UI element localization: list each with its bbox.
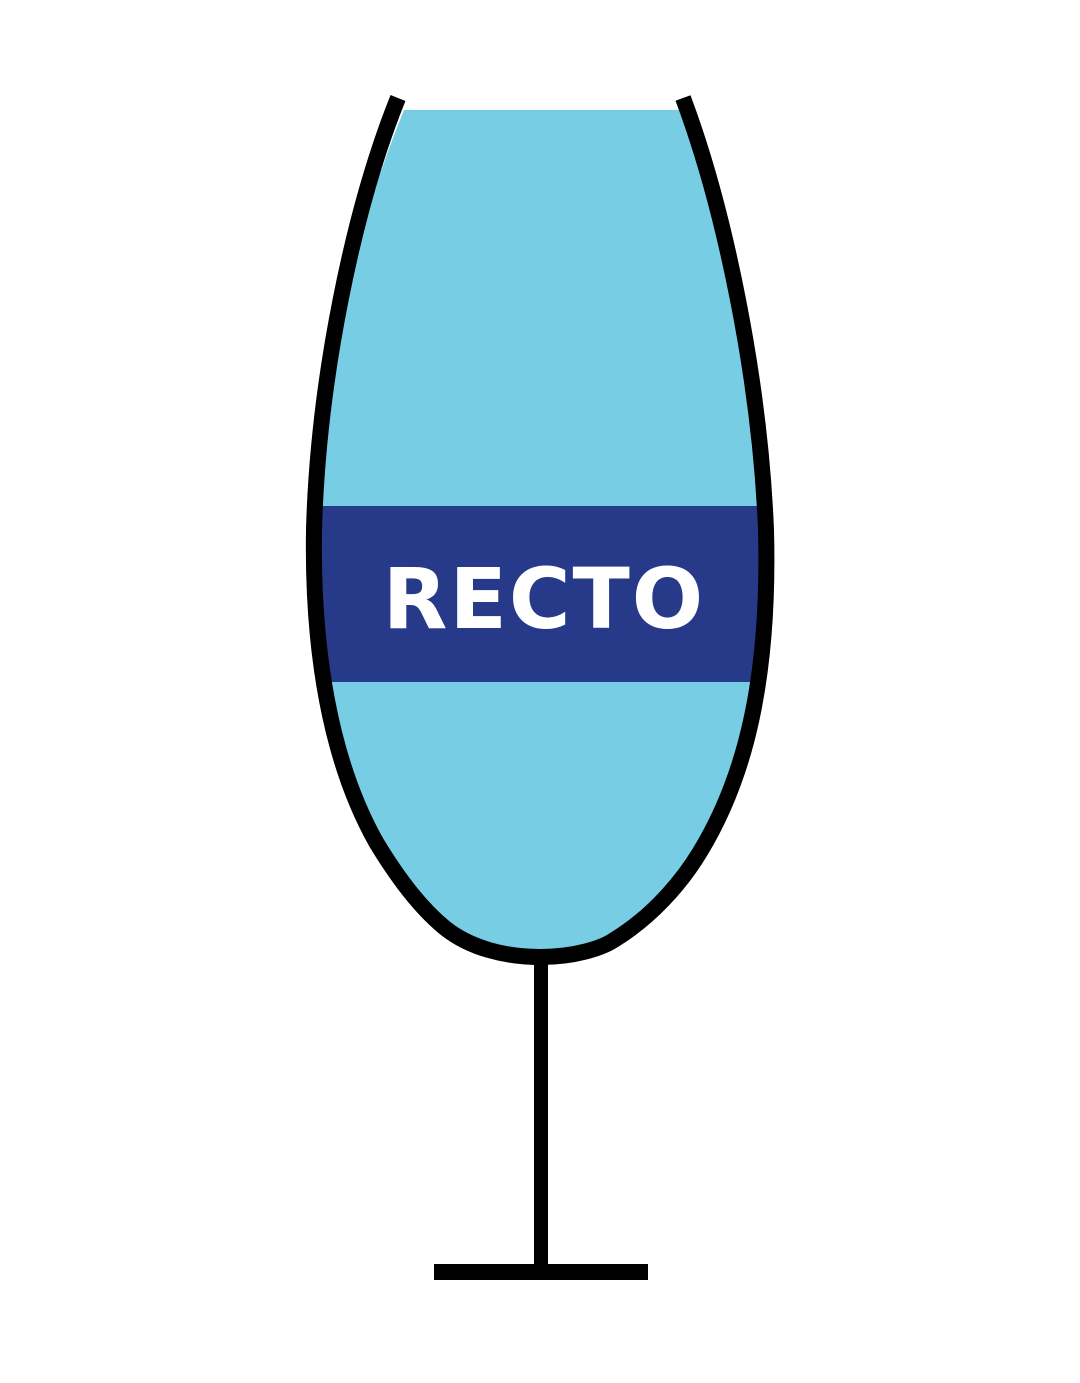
label-recto-text: RECTO [383, 550, 705, 648]
label-band [313, 506, 767, 682]
